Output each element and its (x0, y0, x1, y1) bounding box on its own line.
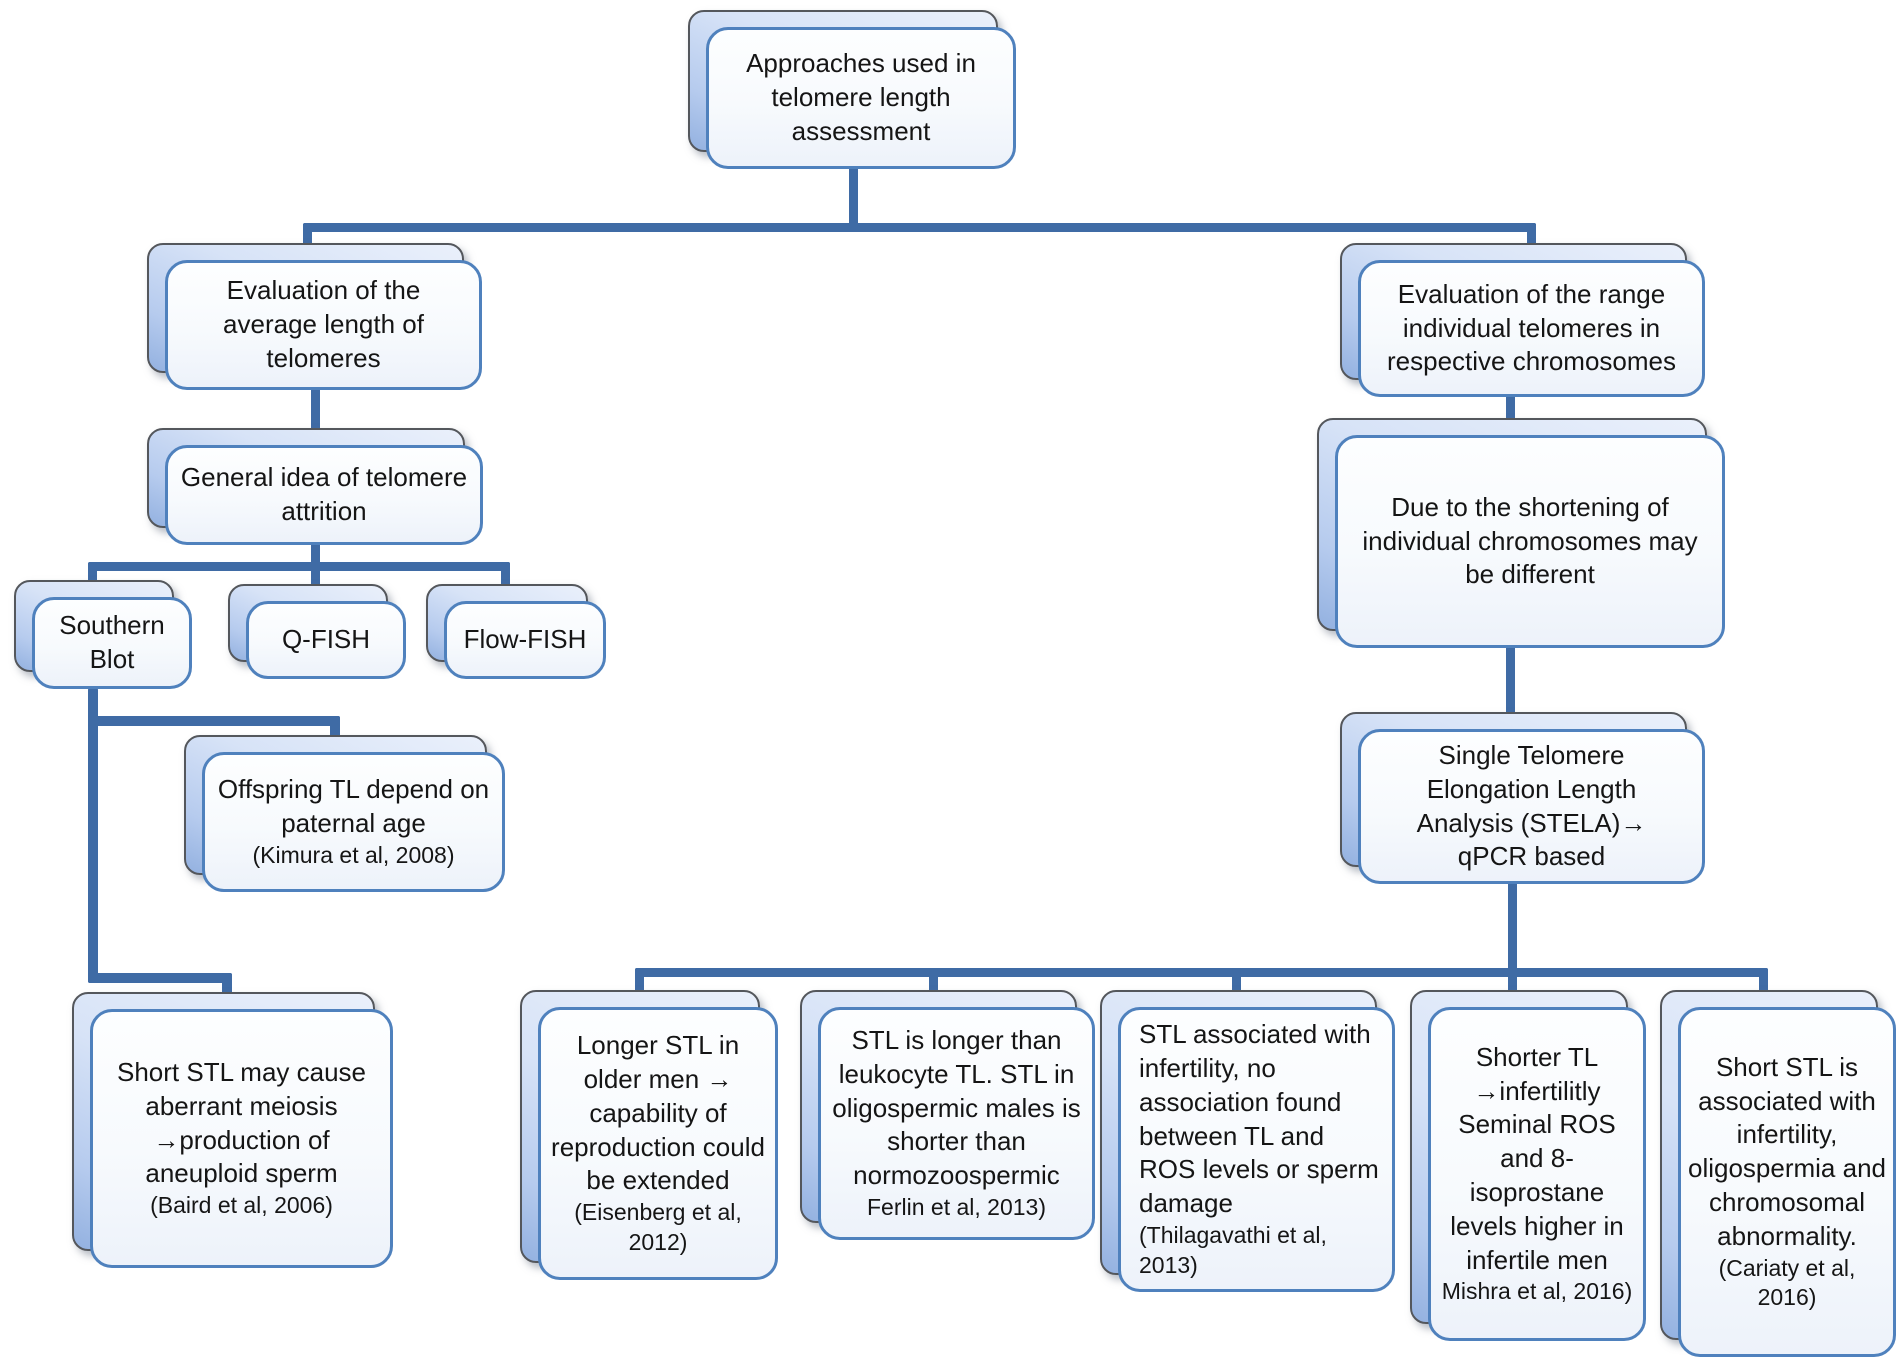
node-stl-ros: STL associated with infertility, no asso… (1100, 990, 1395, 1292)
connector-dueto-stela (1506, 644, 1515, 718)
node-stela: Single Telomere Elongation Length Analys… (1340, 712, 1705, 884)
node-text: Evaluation of the average length of telo… (223, 275, 424, 373)
connector-left-drop (303, 223, 312, 248)
node-short-stl-infertility: Short STL is associated with infertility… (1660, 990, 1896, 1357)
node-approaches: Approaches used in telomere length asses… (688, 10, 1016, 169)
node-text: Offspring TL depend on paternal age (217, 774, 490, 839)
node-front-box: Evaluation of the average length of telo… (165, 260, 482, 390)
connector-meiosis-horiz (88, 973, 232, 983)
node-short-stl-meiosis: Short STL may cause aberrant meiosis →pr… (72, 992, 393, 1268)
connector-root-down (849, 166, 858, 232)
node-text: General idea of telomere attrition (180, 462, 468, 526)
connector-leukocyte-drop (929, 968, 938, 994)
node-text: Flow-FISH (463, 624, 587, 655)
node-text: Short STL may cause aberrant meiosis →pr… (116, 1056, 367, 1189)
connector-top-bar (303, 223, 1536, 232)
node-text: Approaches used in telomere length asses… (746, 48, 976, 146)
node-citation: Ferlin et al, 2013) (867, 1194, 1046, 1221)
node-citation: (Kimura et al, 2008) (252, 841, 455, 868)
node-flow-fish: Flow-FISH (426, 584, 606, 679)
node-text: Shorter TL →infertilitly Seminal ROS and… (1450, 1041, 1624, 1275)
node-eval-range: Evaluation of the range individual telom… (1340, 243, 1705, 397)
node-front-box: Approaches used in telomere length asses… (706, 27, 1016, 169)
node-offspring-tl: Offspring TL depend on paternal age (Kim… (184, 735, 505, 892)
node-front-box: Shorter TL →infertilitly Seminal ROS and… (1428, 1007, 1646, 1341)
connector-methods-bar (88, 562, 510, 571)
node-text: Longer STL in older men → capability of … (551, 1030, 765, 1196)
node-text: Single Telomere Elongation Length Analys… (1416, 739, 1647, 872)
node-eval-average: Evaluation of the average length of telo… (147, 243, 482, 390)
node-general-idea: General idea of telomere attrition (147, 428, 483, 545)
connector-longerstl-drop (635, 968, 644, 994)
connector-offspring-stub (330, 716, 340, 740)
node-text: Short STL is associated with infertility… (1687, 1051, 1886, 1251)
connector-meiosis-stub (222, 973, 232, 997)
node-front-box: Due to the shortening of individual chro… (1335, 435, 1725, 648)
node-stl-leukocyte: STL is longer than leukocyte TL. STL in … (800, 990, 1095, 1240)
node-front-box: Longer STL in older men → capability of … (538, 1007, 778, 1280)
node-text: Q-FISH (281, 624, 371, 655)
node-q-fish: Q-FISH (228, 584, 406, 679)
node-text: Southern Blot (59, 610, 165, 674)
node-front-box: Q-FISH (246, 601, 406, 679)
node-front-box: General idea of telomere attrition (165, 445, 483, 545)
connector-offspring-horiz (88, 716, 340, 726)
node-citation: (Baird et al, 2006) (150, 1192, 333, 1219)
node-due-to-shortening: Due to the shortening of individual chro… (1317, 418, 1725, 648)
node-front-box: Offspring TL depend on paternal age (Kim… (202, 752, 505, 892)
node-citation: (Cariaty et al, 2016) (1718, 1254, 1856, 1311)
node-southern-blot: Southern Blot (14, 580, 192, 689)
node-citation: (Thilagavathi et al, 2013) (1139, 1222, 1327, 1278)
node-citation: Mishra et al, 2016) (1441, 1278, 1633, 1305)
connector-range-dueto (1506, 393, 1515, 425)
node-citation: (Eisenberg et al, 2012) (574, 1199, 742, 1255)
node-text: STL is longer than leukocyte TL. STL in … (832, 1025, 1081, 1191)
node-front-box: Short STL may cause aberrant meiosis →pr… (90, 1009, 393, 1268)
node-front-box: Single Telomere Elongation Length Analys… (1358, 729, 1705, 884)
node-text: Evaluation of the range individual telom… (1387, 278, 1676, 377)
node-text: STL associated with infertility, no asso… (1139, 1019, 1379, 1219)
node-front-box: STL associated with infertility, no asso… (1118, 1007, 1395, 1292)
connector-ros-drop (1232, 968, 1241, 994)
connector-right-drop (1527, 223, 1536, 248)
connector-flowfish-drop (501, 562, 510, 590)
connector-southern-drop (88, 562, 97, 588)
node-front-box: Short STL is associated with infertility… (1678, 1007, 1896, 1357)
node-text: Due to the shortening of individual chro… (1362, 491, 1698, 590)
node-front-box: Evaluation of the range individual telom… (1358, 260, 1705, 397)
node-front-box: STL is longer than leukocyte TL. STL in … (818, 1007, 1095, 1240)
connector-shortstl-drop (1759, 968, 1768, 994)
connector-stela-bar (1508, 879, 1517, 992)
node-front-box: Flow-FISH (444, 601, 606, 679)
connector-bottom-bar (635, 968, 1768, 977)
node-longer-stl-older-men: Longer STL in older men → capability of … (520, 990, 778, 1280)
node-front-box: Southern Blot (32, 597, 192, 689)
node-shorter-tl-ros: Shorter TL →infertilitly Seminal ROS and… (1410, 990, 1646, 1341)
connector-evalavg-general (311, 386, 320, 434)
connector-southern-stem (88, 688, 98, 983)
